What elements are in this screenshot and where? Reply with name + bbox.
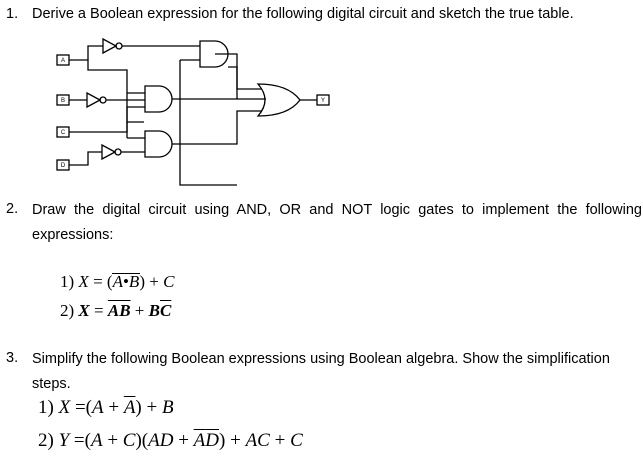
not-gate-2 [86, 91, 102, 109]
wire-c [69, 106, 145, 133]
and-gate-1 [199, 40, 229, 68]
question-2-text: Draw the digital circuit using AND, OR a… [32, 202, 642, 243]
question-1-text: Derive a Boolean expression for the foll… [32, 6, 574, 22]
question-3-text: Simplify the following Boolean expressio… [32, 351, 610, 392]
not-gate-1 [102, 37, 118, 55]
wire-a-to-not [69, 45, 103, 61]
question-3-number: 3. [6, 350, 19, 366]
output-label-y: Y [321, 98, 325, 104]
logic-circuit-diagram: A B C D Y [56, 37, 330, 186]
input-label-c: C [61, 130, 66, 136]
question-1-number: 1. [6, 6, 19, 22]
wire-a-branch [87, 60, 144, 123]
input-label-a: A [61, 58, 65, 64]
wire-and1-in2 [179, 60, 237, 186]
and-gate-2 [144, 85, 173, 113]
input-label-b: B [61, 98, 65, 104]
q3-expression-1: 1) X =(A + A) + B [38, 397, 174, 418]
q2-expression-1: 1) X = (A•B) + C [60, 272, 175, 291]
and-gate-3 [144, 130, 173, 158]
q2-e1-negated-group: (A•B) [106, 272, 145, 291]
or-gate [256, 83, 301, 117]
q2-expression-2: 2) X = AB + BC [60, 301, 172, 320]
q3-expression-2: 2) Y =(A + C)(AD + AD) + AC + C [38, 430, 303, 451]
question-2-number: 2. [6, 201, 19, 217]
input-label-d: D [61, 163, 66, 169]
not-gate-3 [101, 143, 117, 161]
